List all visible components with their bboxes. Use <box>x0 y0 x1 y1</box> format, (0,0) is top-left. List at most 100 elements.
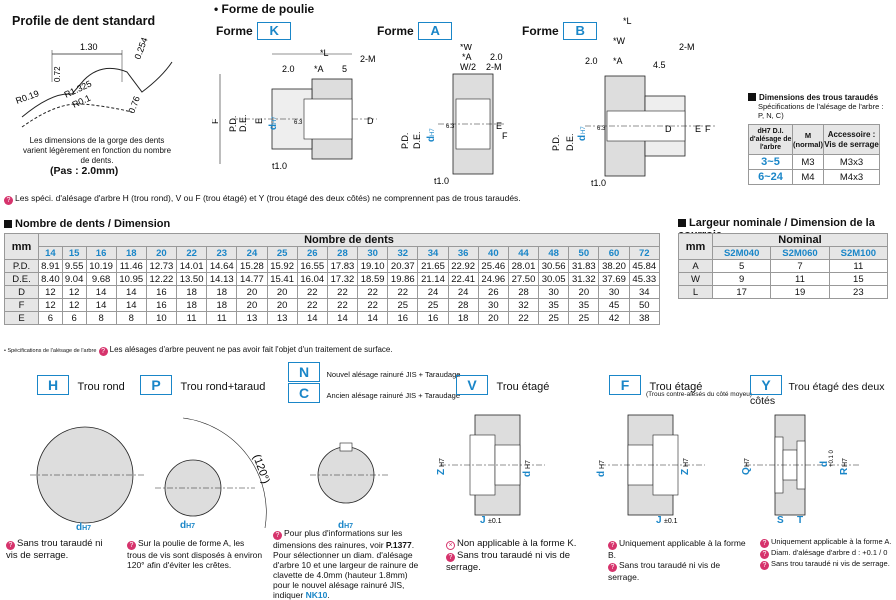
table-cell: 16 <box>387 311 419 325</box>
tapped-subtitle: Spécifications de l'alésage de l'arbre :… <box>758 102 884 120</box>
svg-text:D.E.: D.E. <box>412 131 422 149</box>
table-cell: 20 <box>477 311 509 325</box>
svg-text:2.0: 2.0 <box>585 56 598 66</box>
forme-k-drawing: *L 2.0 *A 5 2-M F P.D. D.E. E d H7 6.3 D… <box>212 48 377 171</box>
table-cell: 5 <box>711 259 772 273</box>
svg-text:*W: *W <box>460 44 473 52</box>
shape-title: • Forme de poulie <box>214 2 315 16</box>
table-cell: 7 <box>770 259 830 273</box>
svg-text:E: E <box>496 121 502 131</box>
table-cell: 16 <box>145 285 178 299</box>
table-cell: 15.92 <box>266 259 298 273</box>
bore-h-dim: dH7 <box>76 522 92 533</box>
table-cell: 25 <box>568 311 600 325</box>
table-cell: 12.73 <box>145 259 178 273</box>
table-cell: 14 <box>115 298 147 312</box>
teeth-col-header: 48 <box>538 246 570 260</box>
bore-p-note: ?Sur la poulie de forme A, les trous de … <box>127 538 263 570</box>
dim-0-72: 0.72 <box>53 66 62 82</box>
forme-a-label: Forme A <box>377 22 453 40</box>
bore-h-note: ?Sans trou taraudé ni vis de serrage. <box>6 538 103 561</box>
svg-text:F: F <box>212 118 220 124</box>
table-cell: 6 <box>38 311 63 325</box>
table-cell: 22 <box>387 285 419 299</box>
row-label: D <box>4 285 39 299</box>
table-cell: 14.77 <box>236 272 268 286</box>
bore-p-dim: dH7 <box>180 520 196 531</box>
forme-b-drawing: *L *W 2.0 *A 4.5 2-M P.D. D.E. d H7 6.3 … <box>551 16 715 188</box>
bore-f-drawing: d H7 Z H7 J ±0.1 <box>596 414 705 525</box>
dim-1-30: 1.30 <box>80 42 98 52</box>
bore-v-drawing: Z H7 d H7 J ±0.1 <box>436 414 545 525</box>
table-cell: 6 <box>61 311 87 325</box>
svg-text:d: d <box>577 135 588 141</box>
table-cell: 14 <box>85 285 117 299</box>
table-cell: 17.32 <box>326 272 359 286</box>
svg-text:±0.1: ±0.1 <box>664 518 678 525</box>
table-cell: 8 <box>115 311 147 325</box>
table-cell: 14 <box>115 285 147 299</box>
svg-text:H7: H7 <box>525 460 532 469</box>
table-cell: 42 <box>598 311 630 325</box>
teeth-col-header: 36 <box>447 246 479 260</box>
svg-text:F: F <box>705 124 711 134</box>
belt-col-header: S2M100 <box>828 246 889 260</box>
table-cell: 21.65 <box>417 259 449 273</box>
table-cell: 28 <box>447 298 479 312</box>
table-cell: 31.83 <box>568 259 600 273</box>
dim-0-254: 0.254 <box>132 36 149 61</box>
table-cell: 30.05 <box>538 272 570 286</box>
teeth-col-header: 26 <box>296 246 328 260</box>
table-cell: 22 <box>296 285 328 299</box>
svg-text:D: D <box>665 124 672 134</box>
row-label: F <box>4 298 39 312</box>
svg-text:2-M: 2-M <box>360 54 376 64</box>
table-cell: 18 <box>206 285 238 299</box>
table-cell: 23 <box>828 285 889 299</box>
svg-text:d: d <box>522 471 533 477</box>
svg-text:R: R <box>839 467 850 475</box>
table-cell: 32 <box>507 298 540 312</box>
teeth-col-header: 22 <box>176 246 208 260</box>
table-cell: 25.46 <box>477 259 509 273</box>
svg-text:2-M: 2-M <box>679 42 695 52</box>
table-cell: 14 <box>357 311 389 325</box>
svg-text:E: E <box>695 124 701 134</box>
forme-k-label: Forme K <box>216 22 292 40</box>
table-cell: 17 <box>711 285 772 299</box>
forme-k-tag: K <box>257 22 292 40</box>
table-cell: 16 <box>417 311 449 325</box>
table-cell: 30 <box>598 285 630 299</box>
svg-text:J: J <box>656 515 662 525</box>
table-cell: 10 <box>145 311 178 325</box>
table-cell: 25 <box>538 311 570 325</box>
teeth-col-header: 34 <box>417 246 449 260</box>
bore-f-note: ?Uniquement applicable à la forme B.?San… <box>608 538 746 582</box>
table-cell: 50 <box>628 298 661 312</box>
table-cell: 15.28 <box>236 259 268 273</box>
belt-col-header: S2M060 <box>770 246 830 260</box>
svg-text:*L: *L <box>320 48 329 58</box>
table-cell: 11 <box>176 311 208 325</box>
teeth-col-header: 20 <box>145 246 178 260</box>
svg-text:4.5: 4.5 <box>653 60 666 70</box>
table-cell: 45.84 <box>628 259 661 273</box>
svg-text:D: D <box>367 116 374 126</box>
table-cell: 27.50 <box>507 272 540 286</box>
table-cell: 16 <box>145 298 178 312</box>
table-cell: 30 <box>477 298 509 312</box>
table-cell: 18 <box>447 311 479 325</box>
svg-text:2-M: 2-M <box>486 62 502 72</box>
table-cell: 25 <box>417 298 449 312</box>
teeth-col-header: 16 <box>85 246 117 260</box>
teeth-col-header: 32 <box>387 246 419 260</box>
svg-text:6.3: 6.3 <box>294 120 303 126</box>
row-label: W <box>678 272 713 286</box>
svg-text:6.3: 6.3 <box>446 124 455 130</box>
teeth-col-header: 60 <box>598 246 630 260</box>
svg-text:t1.0: t1.0 <box>434 176 449 186</box>
teeth-col-header: 15 <box>61 246 87 260</box>
